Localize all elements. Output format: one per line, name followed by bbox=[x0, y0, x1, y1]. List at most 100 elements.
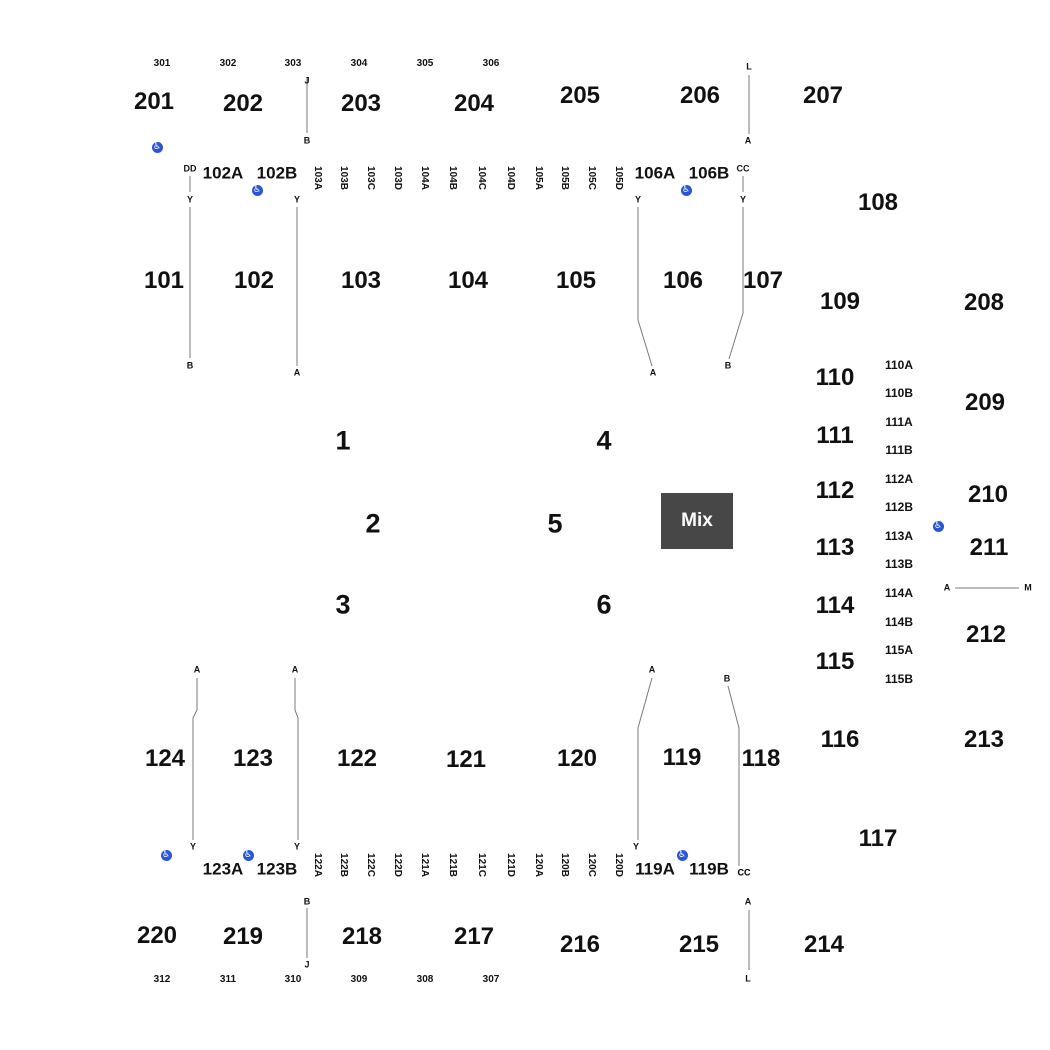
section-label[interactable]: 310 bbox=[284, 974, 302, 985]
section-label[interactable]: 210 bbox=[967, 481, 1009, 508]
section-label[interactable]: 104B bbox=[447, 166, 458, 190]
section-label[interactable]: 112B bbox=[884, 500, 914, 514]
section-label[interactable]: 111 bbox=[816, 422, 854, 449]
section-label[interactable]: 217 bbox=[453, 923, 495, 950]
section-label[interactable]: 220 bbox=[136, 922, 178, 949]
section-label[interactable]: 216 bbox=[559, 931, 601, 958]
section-label[interactable]: 101 bbox=[143, 267, 185, 294]
section-label[interactable]: 105C bbox=[586, 166, 597, 190]
section-label[interactable]: 124 bbox=[144, 745, 186, 772]
section-label[interactable]: 2 bbox=[365, 508, 381, 539]
section-label[interactable]: 6 bbox=[596, 589, 612, 620]
section-label[interactable]: 110A bbox=[884, 358, 914, 372]
section-label[interactable]: 122 bbox=[336, 745, 378, 772]
section-label[interactable]: 307 bbox=[482, 974, 500, 985]
section-label[interactable]: 110B bbox=[884, 386, 914, 400]
section-label[interactable]: 105D bbox=[613, 166, 624, 190]
section-label[interactable]: 206 bbox=[679, 82, 721, 109]
section-label[interactable]: 302 bbox=[219, 58, 237, 69]
section-label[interactable]: 115 bbox=[815, 648, 855, 675]
section-label[interactable]: 103B bbox=[338, 166, 349, 190]
section-label[interactable]: 117 bbox=[858, 825, 898, 852]
section-label[interactable]: 218 bbox=[341, 923, 383, 950]
section-label[interactable]: 209 bbox=[964, 389, 1006, 416]
section-label[interactable]: 213 bbox=[963, 726, 1005, 753]
section-label[interactable]: 303 bbox=[284, 58, 302, 69]
section-label[interactable]: 122C bbox=[365, 853, 376, 877]
section-label[interactable]: 4 bbox=[596, 425, 612, 456]
section-label[interactable]: 121 bbox=[445, 746, 487, 773]
section-label[interactable]: 122D bbox=[392, 853, 403, 877]
section-label[interactable]: 123B bbox=[256, 859, 298, 879]
section-label[interactable]: 219 bbox=[222, 923, 264, 950]
section-label[interactable]: 1 bbox=[335, 425, 351, 456]
section-label[interactable]: 104 bbox=[447, 267, 489, 294]
section-label[interactable]: 121A bbox=[419, 853, 430, 877]
section-label[interactable]: 102B bbox=[256, 163, 298, 183]
section-label[interactable]: 308 bbox=[416, 974, 434, 985]
section-label[interactable]: 204 bbox=[453, 90, 495, 117]
section-label[interactable]: 104A bbox=[419, 166, 430, 190]
section-label[interactable]: 208 bbox=[963, 289, 1005, 316]
section-label[interactable]: 309 bbox=[350, 974, 368, 985]
section-label[interactable]: 113A bbox=[884, 529, 914, 543]
section-label[interactable]: 110 bbox=[815, 364, 855, 391]
section-label[interactable]: 201 bbox=[133, 88, 175, 115]
section-label[interactable]: 114A bbox=[884, 586, 914, 600]
section-label[interactable]: 113 bbox=[815, 534, 855, 561]
section-label[interactable]: 114 bbox=[815, 592, 855, 619]
section-label[interactable]: 123 bbox=[232, 745, 274, 772]
section-label[interactable]: 121C bbox=[476, 853, 487, 877]
section-label[interactable]: 301 bbox=[153, 58, 171, 69]
section-label[interactable]: 105B bbox=[559, 166, 570, 190]
section-label[interactable]: 111B bbox=[885, 443, 913, 457]
section-label[interactable]: 103C bbox=[365, 166, 376, 190]
section-label[interactable]: 119A bbox=[635, 859, 675, 879]
section-label[interactable]: 120D bbox=[613, 853, 624, 877]
section-label[interactable]: 116 bbox=[820, 726, 860, 753]
section-label[interactable]: 114B bbox=[884, 615, 914, 629]
section-label[interactable]: 123A bbox=[202, 859, 244, 879]
section-label[interactable]: 106 bbox=[662, 267, 704, 294]
section-label[interactable]: 120 bbox=[556, 745, 598, 772]
section-label[interactable]: 103 bbox=[340, 267, 382, 294]
section-label[interactable]: 312 bbox=[153, 974, 171, 985]
section-label[interactable]: 108 bbox=[857, 189, 899, 216]
section-label[interactable]: 118 bbox=[741, 745, 781, 772]
section-label[interactable]: 120A bbox=[533, 853, 544, 877]
section-label[interactable]: 103D bbox=[392, 166, 403, 190]
section-label[interactable]: 112A bbox=[884, 472, 914, 486]
section-label[interactable]: 5 bbox=[547, 508, 563, 539]
section-label[interactable]: 103A bbox=[312, 166, 323, 190]
section-label[interactable]: 121B bbox=[447, 853, 458, 877]
section-label[interactable]: 119 bbox=[662, 744, 702, 771]
section-label[interactable]: 203 bbox=[340, 90, 382, 117]
section-label[interactable]: 3 bbox=[335, 589, 351, 620]
mix-position[interactable]: Mix bbox=[661, 493, 733, 549]
section-label[interactable]: 121D bbox=[505, 853, 516, 877]
section-label[interactable]: 102A bbox=[202, 163, 244, 183]
section-label[interactable]: 120B bbox=[559, 853, 570, 877]
section-label[interactable]: 115B bbox=[884, 672, 914, 686]
section-label[interactable]: 111A bbox=[885, 415, 913, 429]
section-label[interactable]: 109 bbox=[819, 288, 861, 315]
section-label[interactable]: 306 bbox=[482, 58, 500, 69]
section-label[interactable]: 122B bbox=[338, 853, 349, 877]
section-label[interactable]: 305 bbox=[416, 58, 434, 69]
section-label[interactable]: 120C bbox=[586, 853, 597, 877]
section-label[interactable]: 214 bbox=[803, 931, 845, 958]
section-label[interactable]: 122A bbox=[312, 853, 323, 877]
section-label[interactable]: 215 bbox=[678, 931, 720, 958]
section-label[interactable]: 304 bbox=[350, 58, 368, 69]
section-label[interactable]: 205 bbox=[559, 82, 601, 109]
section-label[interactable]: 104C bbox=[476, 166, 487, 190]
section-label[interactable]: 104D bbox=[505, 166, 516, 190]
section-label[interactable]: 311 bbox=[219, 974, 237, 985]
section-label[interactable]: 106B bbox=[688, 163, 730, 183]
section-label[interactable]: 112 bbox=[815, 477, 855, 504]
section-label[interactable]: 115A bbox=[884, 643, 914, 657]
section-label[interactable]: 105 bbox=[555, 267, 597, 294]
section-label[interactable]: 212 bbox=[965, 621, 1007, 648]
section-label[interactable]: 107 bbox=[742, 267, 784, 294]
section-label[interactable]: 119B bbox=[689, 859, 729, 879]
